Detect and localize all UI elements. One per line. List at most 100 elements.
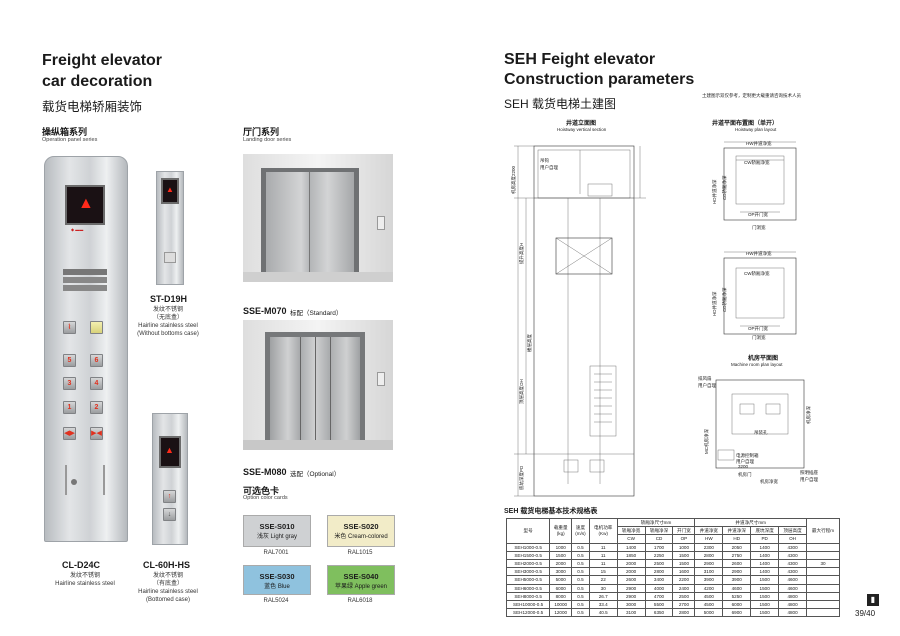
cop-panel-cl-d24c: ▲ ◆ ▬▬ ⌇ 5 6 3 4 1 2 ◀▶ ▶◀ (44, 156, 128, 542)
table-cell: 6900 (722, 608, 752, 618)
alarm-button[interactable]: ⌇ (63, 321, 76, 334)
door-leaf (266, 172, 354, 282)
up-button[interactable]: ↑ (163, 490, 176, 503)
table-cell-travel (806, 542, 840, 552)
table-cell: SEH1500-0.5 (505, 550, 551, 560)
table-cell: 8000 (549, 591, 573, 601)
dim-room-h: 机房高度2200 (510, 165, 517, 194)
table-cell-travel (806, 567, 840, 577)
color-section-cn: 可选色卡 (243, 486, 280, 496)
cop-panel-cl-60h-hs: ▲ ↑ ↓ (152, 413, 188, 545)
th-shaft-group: 井道净尺寸mm (694, 517, 808, 528)
dim-lighting2: 用户自理 (800, 477, 818, 482)
th-load: 载重量(kg) (549, 518, 573, 544)
table-cell: 1500 (750, 583, 780, 593)
th-pd: PD (750, 534, 780, 544)
floor-button-1[interactable]: 1 (63, 401, 76, 414)
dim-power: 电源控制箱 (736, 452, 759, 459)
table-cell: 1500 (672, 550, 696, 560)
swatch-name: 蓝色 Blue (264, 584, 290, 590)
th-power: 电机功率(Kw) (588, 518, 618, 544)
table-cell-travel (806, 575, 840, 585)
right-title-line2: Construction parameters (504, 71, 695, 88)
floor-button-5[interactable]: 5 (63, 354, 76, 367)
floor-button-3[interactable]: 3 (63, 377, 76, 390)
cop-desc-en: Hairline stainless steel (138, 323, 198, 329)
cop-desc: （无底盒） (152, 315, 183, 321)
table-cell: 2900 (616, 583, 646, 593)
door-seam (330, 337, 331, 450)
table-cell: 2050 (722, 542, 752, 552)
table-cell: 4600 (778, 583, 808, 593)
table-cell: SEH10000-0.5 (505, 599, 551, 610)
floor-button-2[interactable]: 2 (90, 401, 103, 414)
table-cell: 1850 (616, 550, 646, 560)
table-cell: 2500 (672, 591, 696, 601)
cop-desc-en: Hairline stainless steel (55, 581, 115, 587)
door-image-sse-m080 (243, 320, 393, 450)
th-hd-cn: 井道净深 (722, 526, 752, 536)
door-section-en: Landing door series (243, 137, 292, 143)
table-cell: 2900 (694, 558, 724, 569)
table-cell: 4500 (694, 591, 724, 601)
page-number: 39/40 (855, 609, 876, 618)
th-cw-cn: 轿厢净宽 (616, 526, 646, 536)
floor-button-6[interactable]: 6 (90, 354, 103, 367)
call-button[interactable] (164, 252, 176, 263)
swatch-name: 浅灰 Light gray (256, 534, 298, 540)
th-oh-cn: 顶层高度 (778, 526, 808, 536)
dim-door-room: 机房门 (738, 472, 752, 477)
key-switch-icon (71, 479, 77, 485)
th-load-text: 载重量 (553, 525, 568, 531)
table-cell: 2250 (644, 550, 674, 560)
table-cell: 1500 (672, 558, 696, 569)
table-cell: 4800 (778, 608, 808, 618)
floor-display: ▲ (65, 185, 105, 225)
table-cell: 0.5 (571, 583, 590, 593)
dim-md-size: 3200 (738, 464, 749, 469)
door-close-button[interactable]: ▶◀ (90, 427, 103, 440)
book-icon: ▮ (867, 594, 879, 606)
door-open-button[interactable]: ◀▶ (63, 427, 76, 440)
th-hw-cn: 井道净宽 (694, 526, 724, 536)
table-cell: 10000 (549, 599, 573, 610)
swatch-sse-s010: SSE-S010 浅灰 Light gray (243, 515, 311, 547)
table-cell: 4700 (644, 591, 674, 601)
dim-cw: CW轿厢净宽 (744, 159, 770, 166)
intercom-button[interactable] (90, 321, 103, 334)
door-note: 选配（Optional） (290, 471, 341, 478)
floor-button-4[interactable]: 4 (90, 377, 103, 390)
dim-cw: CW轿厢净宽 (744, 270, 770, 277)
door-image-sse-m070 (243, 154, 393, 282)
table-cell: 2800 (644, 567, 674, 577)
table-cell: 3000 (616, 599, 646, 610)
table-cell: SEH12000-0.5 (505, 608, 551, 618)
table-cell: 4300 (778, 550, 808, 560)
table-cell: 1400 (616, 542, 646, 552)
table-cell: 1400 (750, 542, 780, 552)
table-cell: 6350 (644, 608, 674, 618)
table-cell: 2700 (672, 599, 696, 610)
table-cell: SEH1000-0.5 (505, 542, 551, 552)
door-seam (300, 337, 301, 450)
th-op: OP (672, 534, 696, 544)
floor-display: ▲ (161, 178, 179, 204)
cop-section-cn: 操纵箱系列 (42, 127, 88, 137)
table-cell: 2000 (616, 558, 646, 569)
table-cell: 2200 (672, 575, 696, 585)
down-button[interactable]: ↓ (163, 508, 176, 521)
panel-slot (63, 285, 107, 291)
table-cell: 11 (588, 550, 618, 560)
table-cell: 2400 (672, 583, 696, 593)
floor-arrow-icon: ▲ (78, 195, 94, 212)
dim-cd: CD轿厢净深 (721, 175, 728, 200)
spec-table: 型号 载重量(kg) 速度(m/s) 电机功率(Kw) 轿厢净尺寸mm 井道净尺… (505, 517, 840, 618)
table-cell: 4500 (694, 599, 724, 610)
table-cell: 4300 (778, 558, 808, 569)
table-cell: 3900 (722, 575, 752, 585)
